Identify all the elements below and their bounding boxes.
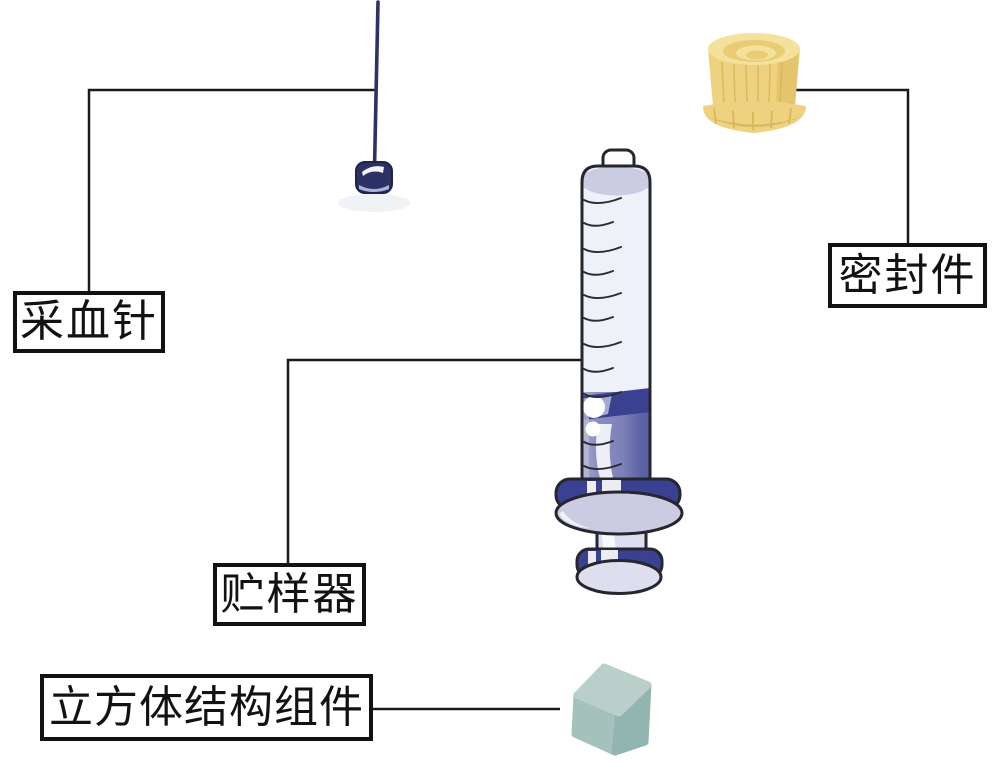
cube-illustration bbox=[571, 663, 652, 756]
callout-lines bbox=[87, 88, 910, 711]
endcap-base-disc bbox=[575, 559, 663, 595]
cap-flange bbox=[702, 102, 806, 133]
flange-disc-gloss bbox=[559, 511, 591, 528]
needle-shaft bbox=[372, 0, 380, 170]
liquid-gloss-streak bbox=[595, 424, 613, 478]
liquid-bubble-small bbox=[585, 421, 601, 437]
liquid-bubble-large bbox=[583, 396, 605, 418]
connector-seal-label bbox=[791, 88, 910, 243]
label-box-reservoir: 贮样器 bbox=[213, 563, 366, 626]
needle-hub-base-highlight bbox=[359, 185, 389, 192]
label-text-cube: 立方体结构组件 bbox=[49, 682, 364, 732]
label-text-reservoir: 贮样器 bbox=[220, 569, 359, 619]
liquid bbox=[582, 388, 650, 482]
syringe-flange bbox=[554, 477, 684, 536]
label-text-needle: 采血针 bbox=[20, 297, 158, 346]
cap-flange-notches bbox=[713, 107, 792, 130]
label-text-seal: 密封件 bbox=[838, 250, 977, 300]
graduation-marks bbox=[583, 197, 622, 470]
needle-shadow bbox=[338, 194, 410, 212]
label-box-cube: 立方体结构组件 bbox=[40, 674, 373, 741]
cap-flange-underedge bbox=[706, 116, 803, 127]
plunger-end-cap bbox=[575, 547, 664, 595]
barrel-top-cap bbox=[582, 166, 650, 196]
needle-illustration bbox=[338, 0, 410, 212]
needle-hub-gloss bbox=[362, 166, 384, 176]
cap-center-nub bbox=[746, 50, 768, 60]
cap-ridges bbox=[721, 61, 783, 105]
flange-disc bbox=[554, 490, 684, 536]
syringe-barrel-contents bbox=[582, 166, 650, 482]
label-box-needle: 采血针 bbox=[13, 291, 165, 353]
connector-reservoir-label bbox=[286, 358, 583, 563]
flange-gloss-1 bbox=[587, 481, 596, 495]
label-box-seal: 密封件 bbox=[828, 243, 987, 308]
cube-top-face bbox=[573, 663, 652, 717]
endcap-gloss-1 bbox=[588, 551, 596, 565]
liquid-left-light bbox=[582, 398, 589, 482]
syringe-barrel-outline bbox=[580, 164, 652, 484]
seal-cap-illustration bbox=[702, 33, 806, 133]
syringe-illustration bbox=[554, 148, 684, 595]
connector-needle-label bbox=[87, 88, 375, 291]
